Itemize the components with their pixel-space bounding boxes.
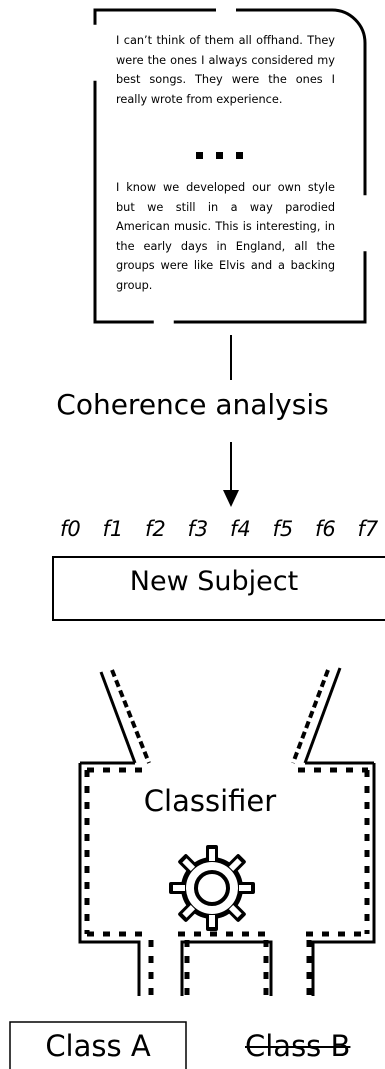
document-paragraph-1: I can’t think of them all offhand. They … bbox=[116, 34, 335, 106]
feature-label: f2 bbox=[145, 517, 166, 541]
feature-label: f6 bbox=[315, 517, 336, 541]
arrow-head bbox=[223, 490, 239, 507]
subject-box bbox=[52, 556, 385, 621]
funnel-right bbox=[291, 667, 342, 764]
new-subject-label: New Subject bbox=[129, 566, 299, 597]
feature-row: f0 f1 f2 f3 f4 f5 f6 f7 bbox=[60, 517, 385, 541]
class-b-label: Class B bbox=[245, 1029, 351, 1063]
document-card bbox=[93, 8, 367, 324]
classifier-label: Classifier bbox=[143, 784, 277, 818]
classifier-inner-frame bbox=[84, 767, 370, 996]
funnel-left bbox=[99, 669, 151, 764]
class-a-label: Class A bbox=[45, 1029, 151, 1063]
feature-label: f4 bbox=[230, 517, 251, 541]
feature-label: f1 bbox=[102, 517, 124, 541]
gear-icon bbox=[169, 845, 255, 931]
document-paragraph-2: I know we developed our own style but we… bbox=[116, 181, 335, 292]
ellipsis-marker bbox=[196, 152, 243, 159]
feature-label: f5 bbox=[272, 517, 294, 541]
coherence-analysis-label: Coherence analysis bbox=[56, 388, 329, 421]
classifier-frame bbox=[78, 761, 376, 996]
feature-label: f7 bbox=[357, 517, 379, 541]
feature-label: f3 bbox=[187, 517, 209, 541]
feature-label: f0 bbox=[60, 517, 81, 541]
class-a-box bbox=[9, 1021, 187, 1069]
